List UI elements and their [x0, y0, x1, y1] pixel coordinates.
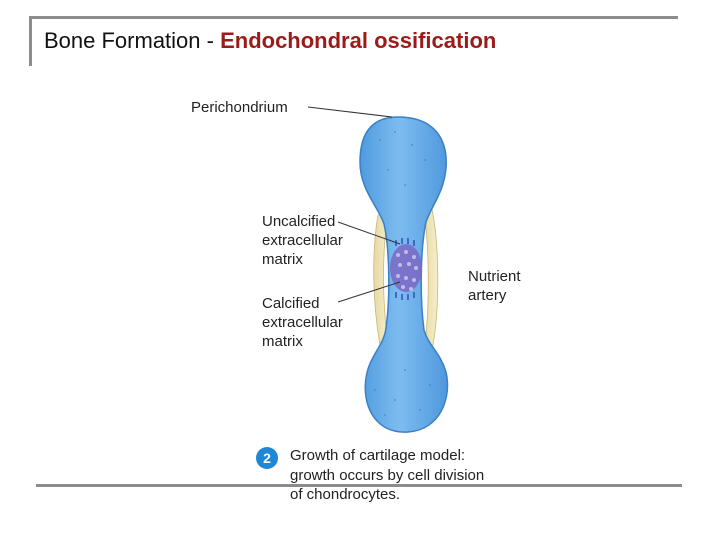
slide-title: Bone Formation - Endochondral ossificati…: [44, 28, 496, 54]
top-border-line: [32, 16, 678, 19]
label-nutrient-artery: Nutrient artery: [468, 268, 521, 304]
left-border-line: [29, 16, 32, 66]
bottom-border-line: [36, 484, 682, 487]
calcified-matrix-region: [390, 238, 422, 300]
step-number-badge: 2: [256, 447, 278, 469]
chondrocyte-speckles: [374, 131, 431, 416]
step-caption: Growth of cartilage model: growth occurs…: [290, 447, 485, 503]
uncalcified-leader: [337, 221, 401, 245]
calcified-leader: [337, 281, 401, 303]
label-perichondrium: Perichondrium: [191, 99, 288, 116]
label-uncalcified-matrix: Uncalcified extracellular matrix: [262, 213, 343, 268]
perichondrium-leader: [307, 106, 393, 118]
title-bold: Endochondral ossification: [220, 28, 497, 53]
title-prefix: Bone Formation -: [44, 28, 221, 53]
label-calcified-matrix: Calcified extracellular matrix: [262, 295, 343, 350]
